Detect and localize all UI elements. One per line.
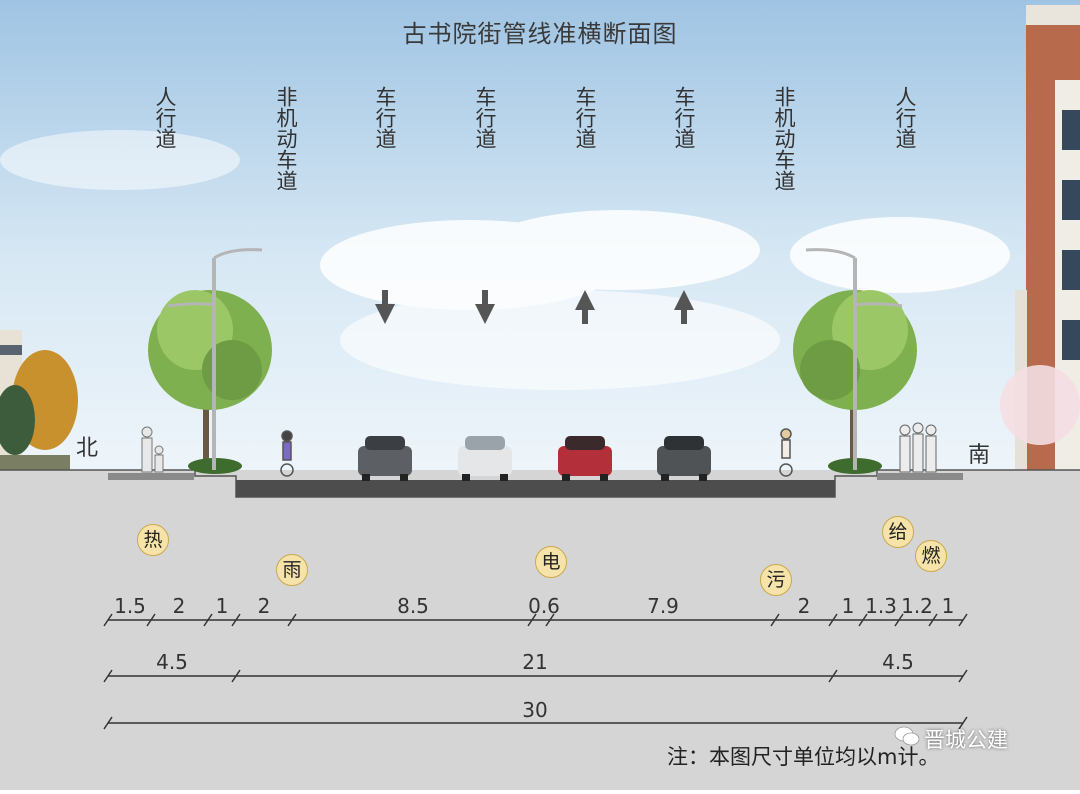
dim-label-total: 30 <box>522 698 548 722</box>
lane-label-carriageway-3: 车行道 <box>573 86 597 149</box>
dim-label: 4.5 <box>156 650 188 674</box>
car-1 <box>358 436 412 481</box>
cyclist-south <box>779 428 793 477</box>
cherry-tree <box>1000 365 1080 445</box>
arrow-down-2 <box>475 290 495 324</box>
dim-label: 21 <box>522 650 548 674</box>
dim-label: 2 <box>172 594 186 618</box>
car-2 <box>458 436 512 481</box>
lane-label-sidewalk-north: 人行道 <box>153 86 177 149</box>
dim-label: 0.6 <box>528 594 560 618</box>
pipe-power: 电 <box>535 546 567 578</box>
pipe-rain: 雨 <box>276 554 308 586</box>
dim-label: 1 <box>215 594 229 618</box>
lane-label-bikeway-north: 非机动车道 <box>274 86 298 191</box>
diagram-title: 古书院街管线准横断面图 <box>402 20 678 48</box>
cyclist-north <box>280 430 294 477</box>
direction-north: 北 <box>76 436 99 461</box>
building-left <box>0 330 78 470</box>
arrow-down-1 <box>375 290 395 324</box>
lane-label-carriageway-4: 车行道 <box>672 86 696 149</box>
wechat-icon <box>894 726 920 746</box>
dimension-lines <box>103 613 968 730</box>
dim-label: 4.5 <box>882 650 914 674</box>
sidewalk-north <box>108 473 194 480</box>
pipe-water: 给 <box>882 516 914 548</box>
roadway <box>236 480 835 497</box>
street-lamp-left <box>167 248 263 470</box>
lane-label-carriageway-2: 车行道 <box>473 86 497 149</box>
car-4 <box>657 436 711 481</box>
dim-label: 1 <box>941 594 955 618</box>
pedestrians-south <box>899 422 937 473</box>
dim-label: 7.9 <box>647 594 679 618</box>
dim-label: 2 <box>797 594 811 618</box>
dim-label: 2 <box>257 594 271 618</box>
car-3 <box>558 436 612 481</box>
dim-label: 1 <box>841 594 855 618</box>
lane-label-bikeway-south: 非机动车道 <box>772 86 796 191</box>
sidewalk-south <box>877 473 963 480</box>
dim-label: 1.2 <box>901 594 933 618</box>
arrow-up-2 <box>674 290 694 324</box>
pipe-heat: 热 <box>137 524 169 556</box>
lane-label-sidewalk-south: 人行道 <box>893 86 917 149</box>
pipe-sewage: 污 <box>760 564 792 596</box>
direction-south: 南 <box>968 443 991 468</box>
unit-note: 注：本图尺寸单位均以m计。 <box>667 745 940 769</box>
watermark: 晋城公建 <box>924 728 1008 752</box>
clouds <box>0 130 1010 390</box>
street-lamp-right <box>805 248 903 470</box>
lane-label-carriageway-1: 车行道 <box>373 86 397 149</box>
pipe-gas: 燃 <box>915 540 947 572</box>
dim-label: 8.5 <box>397 594 429 618</box>
dim-label: 1.5 <box>114 594 146 618</box>
pedestrians-north <box>141 426 164 473</box>
arrow-up-1 <box>575 290 595 324</box>
dim-label: 1.3 <box>865 594 897 618</box>
